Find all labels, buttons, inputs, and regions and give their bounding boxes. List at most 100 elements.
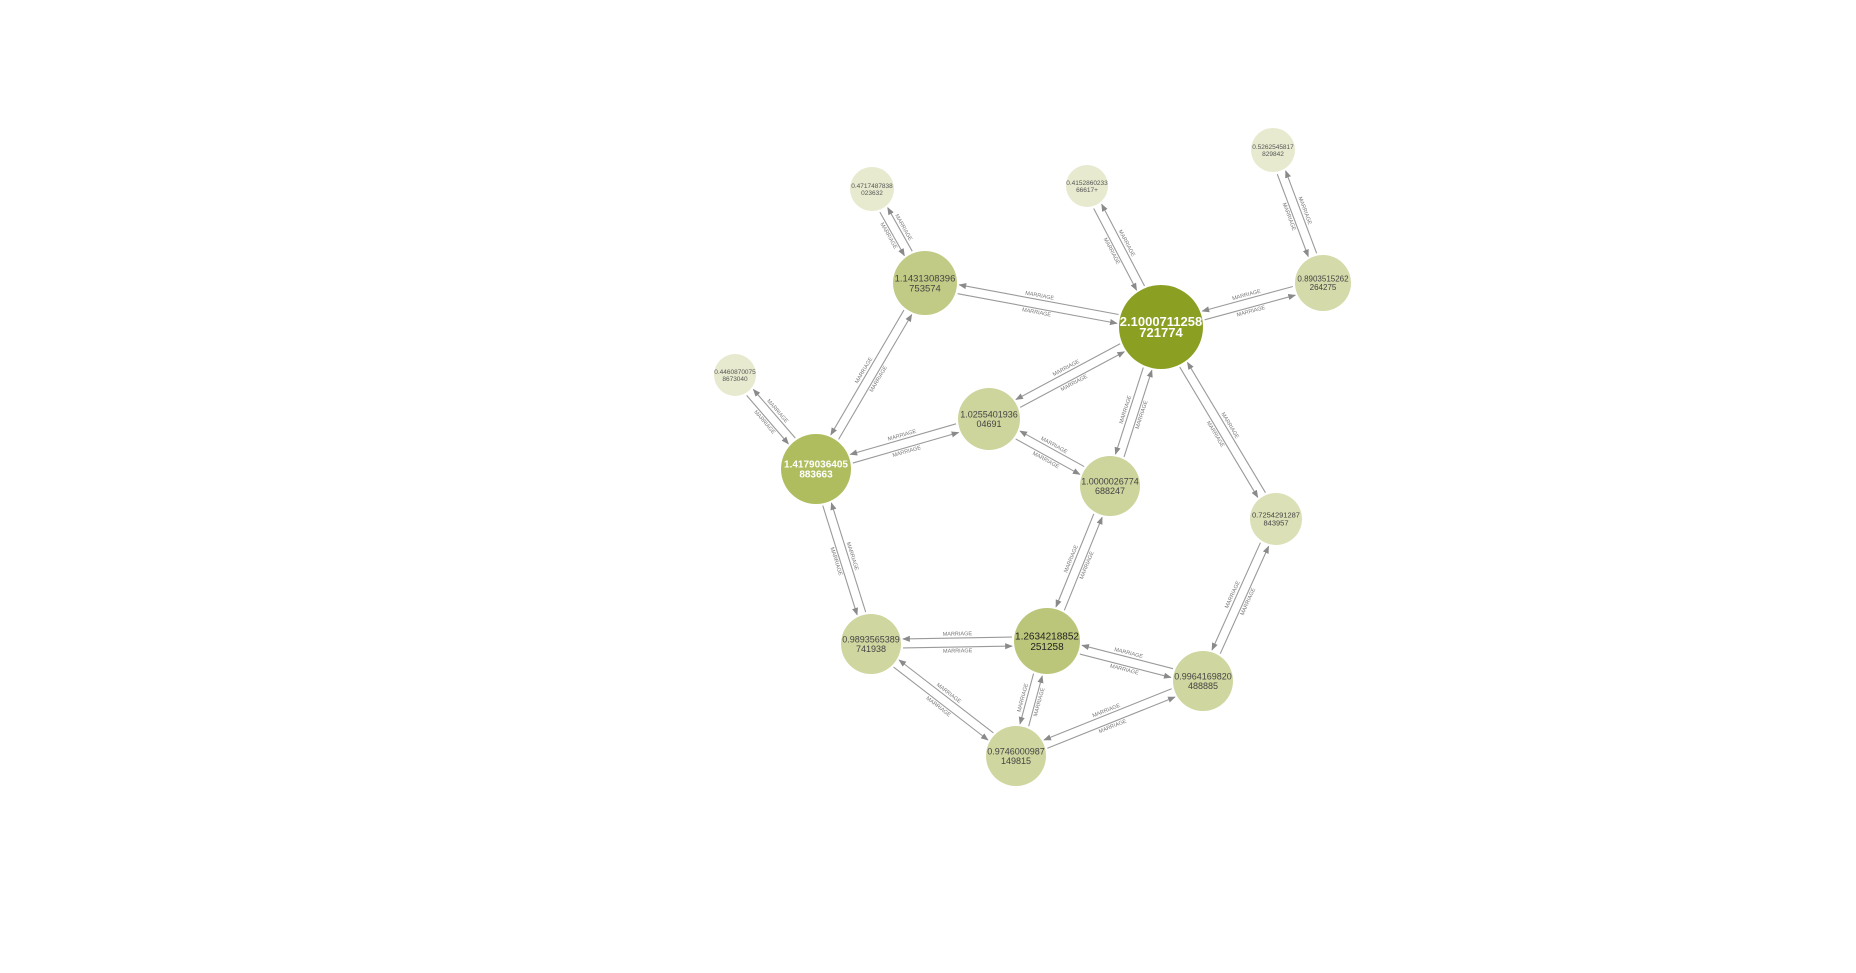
- edge-arrow[interactable]: [1123, 369, 1153, 458]
- edge-arrow[interactable]: [898, 659, 994, 734]
- edge-arrow[interactable]: [1285, 170, 1318, 254]
- edge-label: MARRIAGE: [1098, 718, 1128, 735]
- node-circle[interactable]: [1014, 608, 1080, 674]
- node-circle[interactable]: [850, 167, 894, 211]
- edge-label: MARRIAGE: [1040, 436, 1069, 456]
- node-circle[interactable]: [1066, 165, 1108, 207]
- edge-label: MARRIAGE: [887, 429, 917, 443]
- node-label-line2: 251258: [1030, 642, 1064, 653]
- edge-arrow[interactable]: [1201, 285, 1294, 313]
- edge-arrow[interactable]: [1204, 294, 1296, 321]
- edge-arrow[interactable]: [1055, 513, 1095, 608]
- node-circle[interactable]: [986, 726, 1046, 786]
- node-label-line1: 2.1000711258: [1120, 314, 1202, 329]
- edge-arrow[interactable]: [1179, 366, 1259, 498]
- node-circle[interactable]: [958, 388, 1020, 450]
- edge-arrow[interactable]: [1019, 351, 1126, 408]
- edge-arrow[interactable]: [1093, 208, 1138, 291]
- node-circle[interactable]: [781, 434, 851, 504]
- edge-arrow[interactable]: [1028, 675, 1044, 727]
- edge-arrow[interactable]: [1101, 203, 1146, 287]
- edge-arrow[interactable]: [1063, 516, 1103, 611]
- edge-arrow[interactable]: [958, 283, 1119, 316]
- node-circle[interactable]: [1119, 285, 1203, 369]
- edge-arrow[interactable]: [1079, 653, 1172, 679]
- node-circle[interactable]: [1173, 651, 1233, 711]
- edge-arrow[interactable]: [893, 666, 989, 741]
- node-label-line2: 264275: [1310, 283, 1337, 292]
- edge-arrow[interactable]: [849, 423, 957, 456]
- edge-arrow[interactable]: [1043, 688, 1172, 741]
- edge-arrow[interactable]: [1276, 173, 1309, 258]
- edge-arrow[interactable]: [1114, 367, 1144, 455]
- node-circle[interactable]: [1250, 493, 1302, 545]
- edge-arrow[interactable]: [1018, 673, 1035, 725]
- edge-arrow[interactable]: [830, 502, 867, 613]
- edge-arrow[interactable]: [830, 309, 905, 436]
- node-circle[interactable]: [1080, 456, 1140, 516]
- edge-arrow[interactable]: [1211, 542, 1261, 651]
- edge-arrow[interactable]: [1081, 644, 1174, 670]
- edge-arrow[interactable]: [887, 207, 913, 252]
- edge-arrow[interactable]: [1015, 343, 1121, 400]
- edge-arrow[interactable]: [1219, 545, 1270, 654]
- edge-arrow[interactable]: [879, 211, 905, 257]
- edge-arrow[interactable]: [1186, 361, 1266, 493]
- edge-arrow[interactable]: [838, 313, 913, 440]
- edge-arrow[interactable]: [902, 635, 1012, 642]
- edge-arrow[interactable]: [1015, 438, 1081, 475]
- node-circle[interactable]: [714, 354, 756, 396]
- node-circle[interactable]: [1251, 128, 1295, 172]
- edge-arrow[interactable]: [852, 431, 960, 464]
- edge-arrow[interactable]: [752, 388, 796, 439]
- node-circle[interactable]: [841, 614, 901, 674]
- edge-arrow[interactable]: [1019, 430, 1085, 468]
- node-circle[interactable]: [1295, 255, 1351, 311]
- node-circle[interactable]: [893, 251, 957, 315]
- edge-arrow[interactable]: [903, 643, 1013, 650]
- edge-arrow[interactable]: [746, 395, 789, 445]
- edge-arrow[interactable]: [957, 293, 1118, 326]
- edge-arrow[interactable]: [822, 505, 858, 616]
- edge-label: MARRIAGE: [1117, 229, 1136, 258]
- edge-arrow[interactable]: [1047, 696, 1176, 749]
- node-label-line1: 0.4152860233: [1066, 180, 1108, 187]
- edge-label: MARRIAGE: [925, 696, 952, 719]
